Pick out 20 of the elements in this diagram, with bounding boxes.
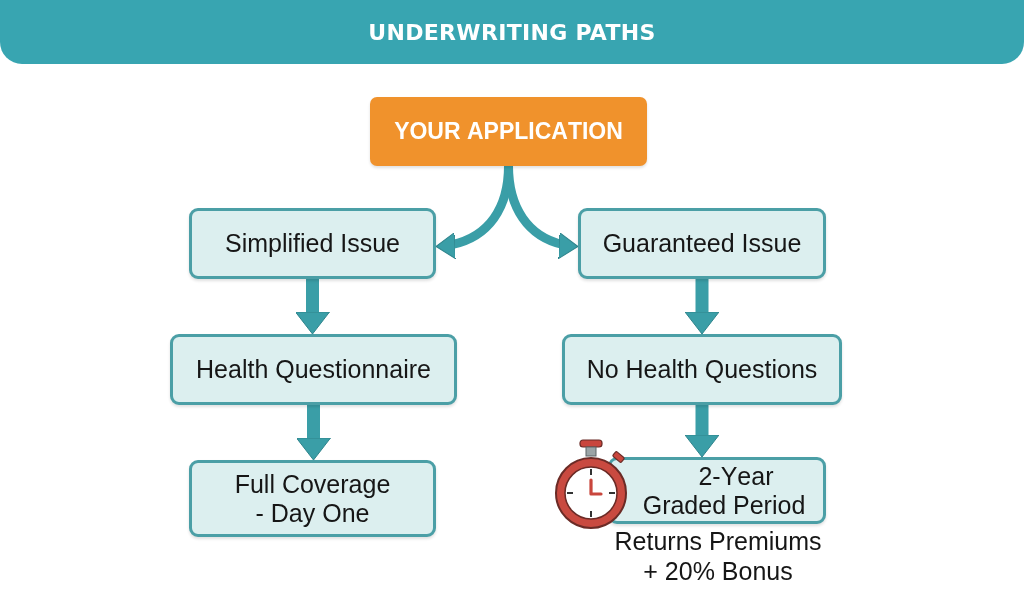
box-label: YOUR APPLICATION <box>394 118 623 145</box>
box-label: 2-Year Graded Period <box>641 461 807 520</box>
box-label: Simplified Issue <box>224 229 401 258</box>
box-label: Full Coverage - Day One <box>233 469 392 528</box>
arrow <box>684 279 720 335</box>
process-box <box>170 334 457 405</box>
process-box <box>578 208 826 279</box>
box-label: Guaranteed Issue <box>602 229 802 258</box>
title: UNDERWRITING PATHS <box>368 19 656 45</box>
arrow <box>295 279 330 335</box>
box-label: Health Questionnaire <box>196 355 431 384</box>
process-box <box>608 457 826 524</box>
arrow <box>296 405 331 461</box>
arrow <box>684 405 720 458</box>
process-box <box>562 334 842 405</box>
process-box <box>189 208 436 279</box>
start-box <box>370 97 647 166</box>
box-label: No Health Questions <box>586 355 818 384</box>
note-text: Returns Premiums + 20% Bonus <box>613 526 823 586</box>
process-box <box>189 460 436 537</box>
